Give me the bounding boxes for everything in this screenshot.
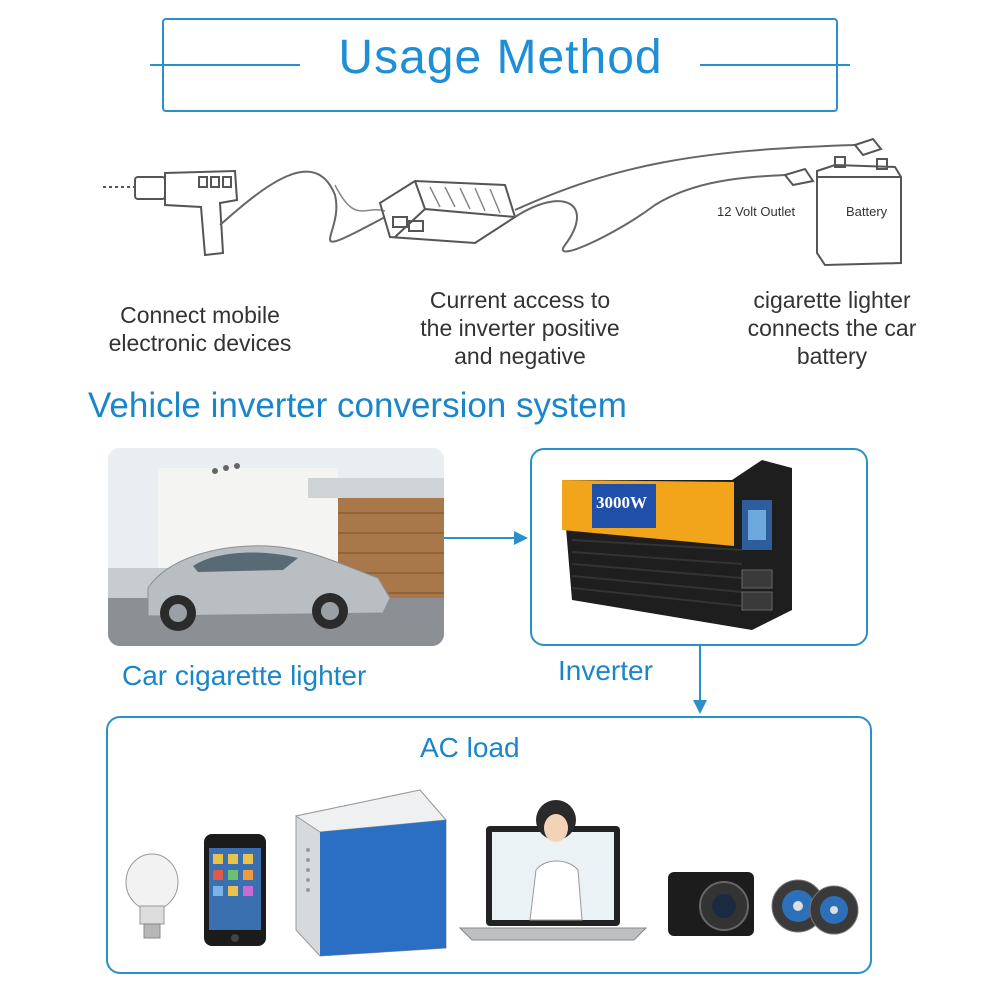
title-left-rule	[150, 64, 300, 66]
battery-label: Battery	[846, 204, 888, 219]
title-right-rule	[700, 64, 850, 66]
inverter-panel: 3000W	[530, 448, 868, 646]
arrow-right-icon	[444, 531, 528, 545]
ac-load-label: AC load	[420, 732, 520, 763]
speaker-icon	[771, 879, 859, 935]
inverter-icon	[378, 179, 517, 245]
light-bulb-icon	[125, 853, 179, 939]
inverter-power-label: 3000W	[596, 493, 647, 512]
car-icon	[108, 448, 444, 646]
system-title: Vehicle inverter conversion system	[88, 386, 627, 425]
laptop-icon	[458, 800, 648, 941]
car-fridge-icon	[294, 789, 448, 957]
camera-icon	[668, 872, 754, 936]
arrow-down-icon	[693, 646, 707, 714]
step-caption-connect-devices: Connect mobile electronic devices	[108, 302, 292, 356]
car-label: Car cigarette lighter	[122, 660, 367, 691]
outlet-label: 12 Volt Outlet	[717, 204, 795, 219]
step-caption-inverter-access: Current access to the inverter positive …	[420, 287, 620, 369]
car-photo	[108, 448, 444, 646]
smartphone-icon	[204, 834, 266, 946]
inverter-label: Inverter	[558, 655, 653, 686]
step-caption-car-battery: cigarette lighter connects the car batte…	[747, 287, 917, 369]
battery-icon	[816, 156, 902, 267]
ac-load-devices	[125, 789, 859, 957]
wiring-diagram: 12 Volt Outlet Battery	[103, 137, 902, 267]
drill-icon	[103, 169, 239, 257]
page-title: Usage Method	[338, 31, 663, 84]
inverter-device-icon: 3000W	[562, 460, 792, 630]
